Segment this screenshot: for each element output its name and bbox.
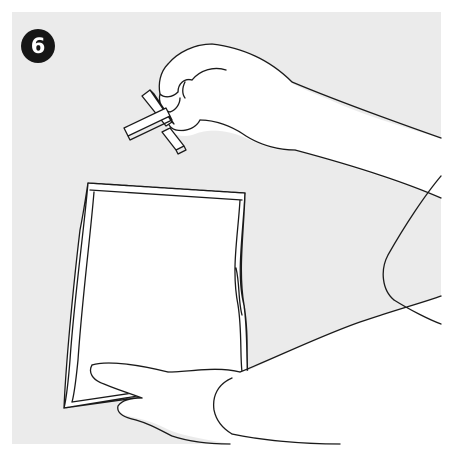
step-number: 6 (31, 36, 46, 57)
upper-arm (290, 82, 441, 198)
upper-hand-icon (159, 44, 295, 151)
step-number-badge: 6 (21, 29, 55, 63)
